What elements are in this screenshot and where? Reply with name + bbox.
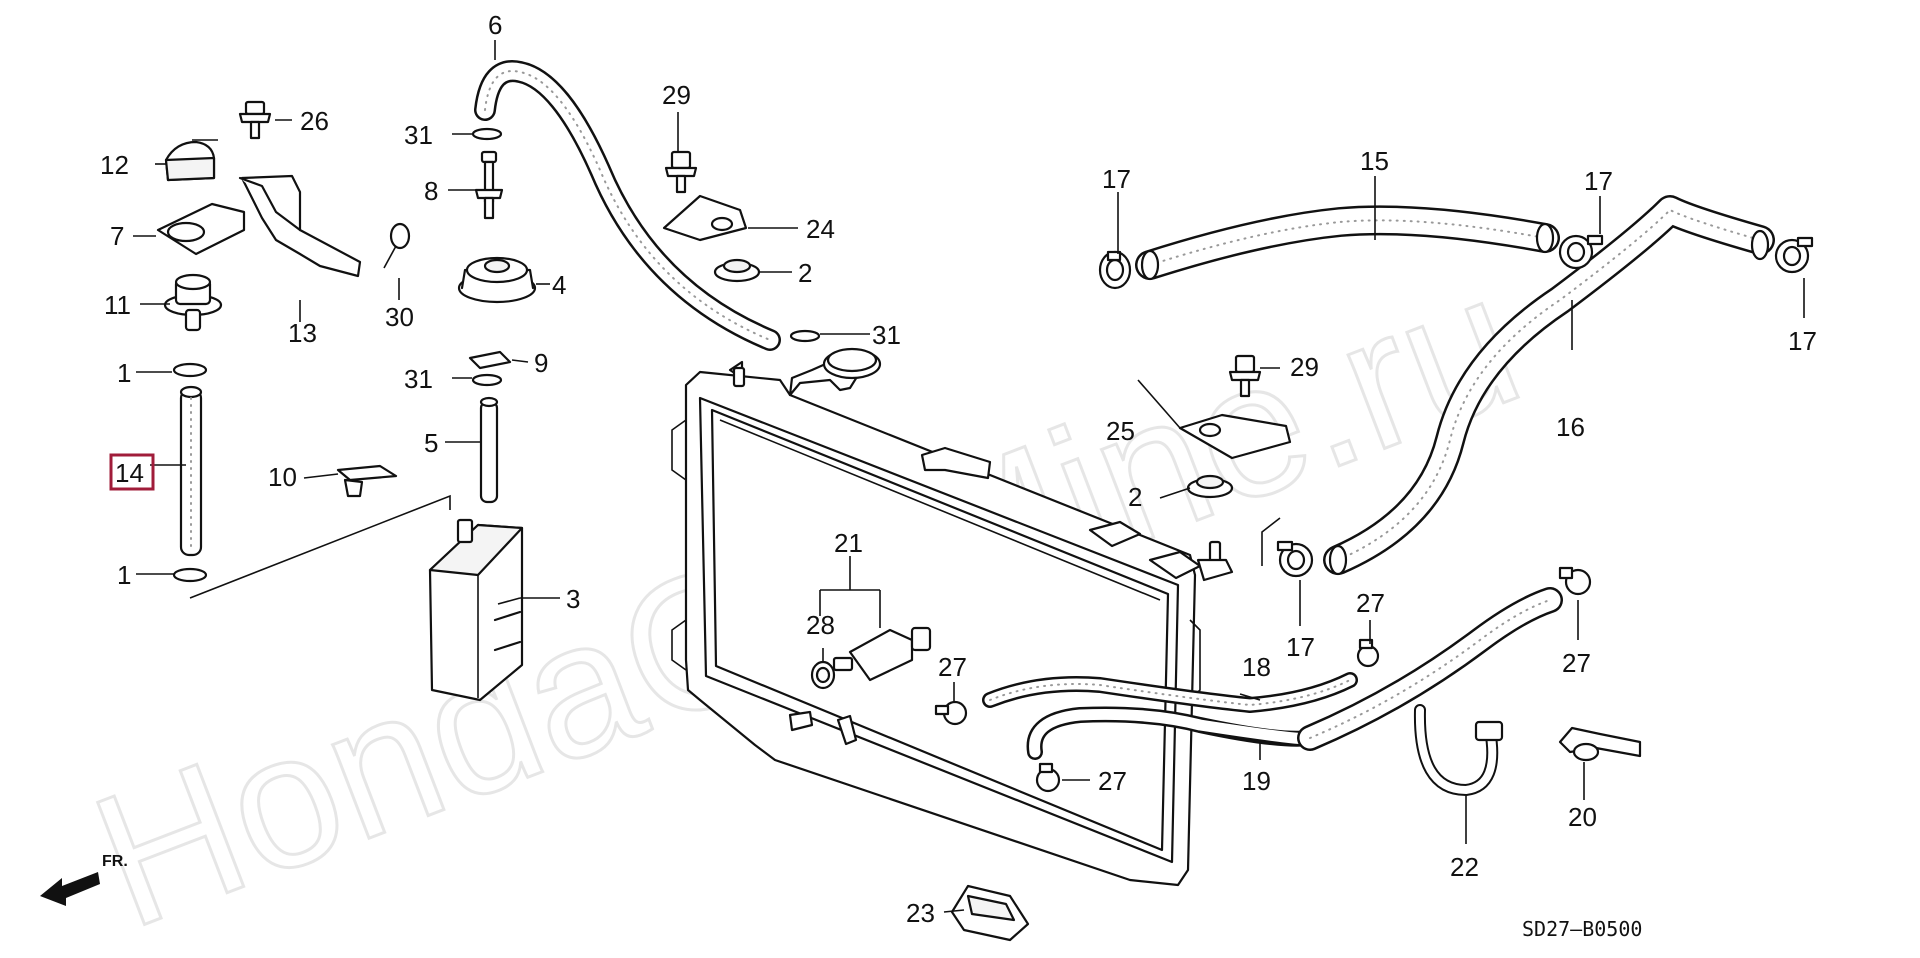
callout-13[interactable]: 13 [288,318,317,348]
callout-22[interactable]: 22 [1450,852,1479,882]
bolt-29b [1228,354,1262,398]
callout-17-lower[interactable]: 17 [1286,632,1315,662]
reservoir-tube [479,396,499,504]
reservoir-cap [457,256,537,304]
callout-23[interactable]: 23 [906,898,935,928]
callout-25[interactable]: 25 [1106,416,1135,446]
cap-12 [164,140,216,182]
callout-17-upper-mid[interactable]: 17 [1584,166,1613,196]
bolt-29a [664,150,698,194]
callout-2-mid[interactable]: 2 [1128,482,1142,512]
lower-hose [1323,195,1775,576]
front-direction-indicator: FR. [40,853,128,906]
selected-part-highlight [109,453,155,491]
overflow-tube [179,385,203,557]
callout-16[interactable]: 16 [1556,412,1585,442]
hose-clamp-17c [1774,236,1814,274]
front-label: FR. [102,853,128,870]
clip-10 [336,464,398,498]
reserve-tank [428,518,524,702]
callout-29-mid[interactable]: 29 [1290,352,1319,382]
callout-30[interactable]: 30 [385,302,414,332]
hose-clamp-27b [1558,566,1592,596]
callout-27-lower[interactable]: 27 [1098,766,1127,796]
callout-20[interactable]: 20 [1568,802,1597,832]
radiator [671,347,1234,887]
callout-28[interactable]: 28 [806,610,835,640]
callout-21[interactable]: 21 [834,528,863,558]
callout-15[interactable]: 15 [1360,146,1389,176]
callout-27-right[interactable]: 27 [1562,648,1591,678]
hose-clamp-27d [1035,762,1061,793]
callout-7[interactable]: 7 [110,221,124,251]
front-arrow-icon [40,872,100,906]
clamp-22 [1413,704,1504,796]
callout-6[interactable]: 6 [488,10,502,40]
bolt-8 [474,150,504,220]
callout-1-bottom[interactable]: 1 [117,560,131,590]
bracket-13 [238,174,362,278]
callout-17-upper-left[interactable]: 17 [1102,164,1131,194]
callout-8[interactable]: 8 [424,176,438,206]
callout-9[interactable]: 9 [534,348,548,378]
bracket-20 [1558,726,1642,762]
grommet-30 [383,222,411,269]
callout-26[interactable]: 26 [300,106,329,136]
bracket-25 [1178,413,1292,460]
callout-14[interactable]: 14 [115,458,144,488]
overflow-hose [474,60,781,351]
washer-28 [810,660,836,690]
clip-1a [172,362,208,378]
hose-clamp-17a [1098,250,1132,290]
gasket-7 [156,202,246,256]
mount-23 [950,884,1030,942]
callout-31-right[interactable]: 31 [872,320,901,350]
oil-cooler-hose-a [982,672,1358,713]
leader-lines [133,40,1805,913]
callout-31-mid[interactable]: 31 [404,364,433,394]
callout-10[interactable]: 10 [268,462,297,492]
hose-clamp-27a [1356,638,1380,668]
hose-clamp-17d [1276,540,1314,578]
callout-27-radiator[interactable]: 27 [938,652,967,682]
clip-1b [172,567,208,583]
bracket-24 [662,194,748,242]
callout-3[interactable]: 3 [566,584,580,614]
callout-19[interactable]: 19 [1242,766,1271,796]
callout-17-upper-right[interactable]: 17 [1788,326,1817,356]
callout-24[interactable]: 24 [806,214,835,244]
callout-11[interactable]: 11 [104,290,131,320]
callout-27-mid[interactable]: 27 [1356,588,1385,618]
valve-11 [163,273,223,332]
callout-12[interactable]: 12 [100,150,129,180]
hose-clamp-27c [934,700,968,726]
upper-hose [1135,205,1560,281]
clip-9 [468,350,512,370]
callout-31-top[interactable]: 31 [404,120,433,150]
callout-2-top[interactable]: 2 [798,258,812,288]
oil-cooler-hose-b [1026,587,1563,760]
clip-31b [789,329,821,343]
callout-5[interactable]: 5 [424,428,438,458]
switch-21 [832,626,932,682]
callout-labels[interactable]: 26 12 7 11 1 14 1 10 13 30 6 31 8 4 9 31… [100,10,1817,928]
hose-clamp-17b [1558,234,1604,270]
grommet-2a [713,258,761,283]
callout-4[interactable]: 4 [552,270,566,300]
diagram-code: SD27–B0500 [1522,917,1642,941]
clip-31a [471,127,503,141]
bolt-26 [238,100,272,140]
clip-31c [471,373,503,387]
callout-1-top[interactable]: 1 [117,358,131,388]
callout-18[interactable]: 18 [1242,652,1271,682]
callout-29-top[interactable]: 29 [662,80,691,110]
